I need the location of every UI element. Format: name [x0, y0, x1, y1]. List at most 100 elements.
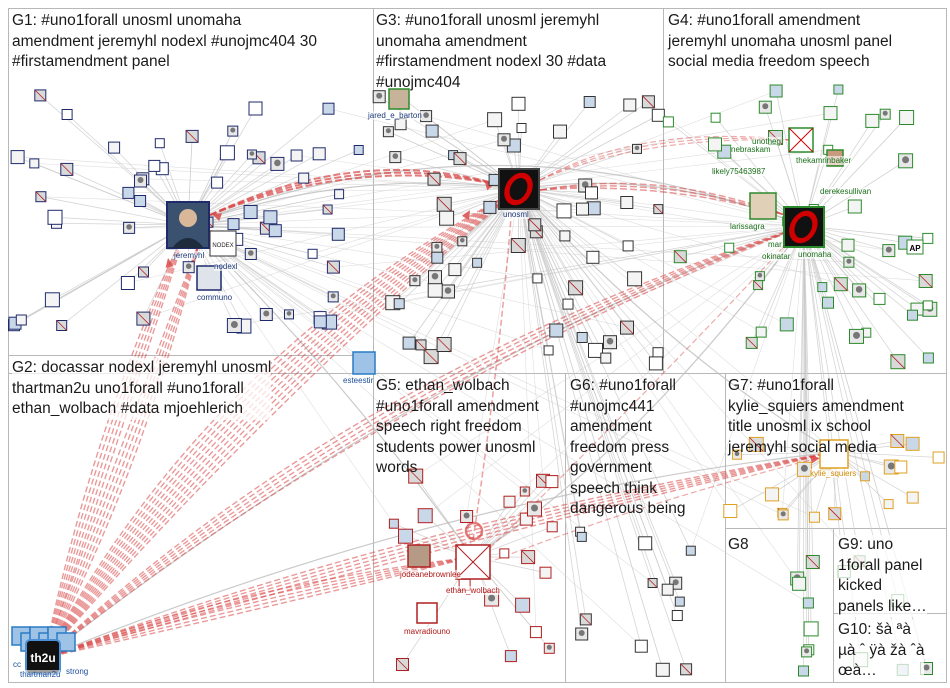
- node-placeholder-mark: [408, 468, 423, 484]
- node-g3: [576, 332, 588, 343]
- edge: [518, 188, 642, 647]
- node-label-nebraskam: nebraskam: [731, 145, 771, 154]
- group-label-g1: G1: #uno1forall unosml unomaha amendment…: [12, 12, 318, 70]
- node-avatar-mark: [846, 258, 852, 264]
- node-g3: [623, 98, 637, 112]
- hub-esteestir: [352, 351, 376, 375]
- node-g4: [822, 296, 834, 309]
- edge: [803, 225, 805, 671]
- node-avatar-mark: [463, 512, 470, 519]
- node-avatar-mark: [412, 277, 418, 283]
- node-label-thekamrinbaker: thekamrinbaker: [796, 156, 852, 165]
- node-g3: [576, 202, 589, 216]
- node-g4: [922, 352, 934, 364]
- hub-communo: [196, 265, 222, 291]
- node-label-mar: mar: [768, 240, 782, 249]
- node-g3: [472, 257, 483, 268]
- node-placeholder-mark: [521, 550, 535, 564]
- edge: [426, 115, 805, 227]
- node-g3: [627, 271, 643, 287]
- hub-ethan-wolbach-x: [455, 544, 491, 580]
- node-avatar-mark: [376, 92, 383, 99]
- node-g1: [322, 102, 335, 115]
- node-avatar-mark: [434, 243, 440, 249]
- group-label-g9: G9: uno 1forall panel kicked panels like…: [838, 535, 927, 617]
- group-label-g4: G4: #uno1forall amendment jeremyhl unoma…: [668, 12, 893, 70]
- node-placeholder-mark: [828, 507, 841, 520]
- node-g3: [586, 250, 600, 264]
- hub-edge: [43, 451, 836, 659]
- hub-unomaha-logo: [789, 210, 818, 244]
- edge: [424, 225, 805, 516]
- hub-edge: [43, 225, 805, 659]
- hub-nodexl: [209, 230, 237, 257]
- node-label-jared: jared_e_barton: [368, 111, 422, 120]
- hub-edge: [43, 225, 805, 659]
- node-g6: [638, 536, 653, 551]
- node-g6: [671, 610, 683, 621]
- hub-larissagra: [749, 192, 777, 220]
- node-placeholder-mark: [35, 191, 47, 202]
- self-loop: [464, 521, 484, 541]
- node-g4: [922, 232, 934, 244]
- group-label-g6: G6: #uno1forall #unojmc441 amendment fre…: [570, 377, 686, 517]
- node-avatar-mark: [423, 112, 429, 118]
- node-g4: [769, 84, 783, 98]
- edge: [518, 188, 889, 251]
- node-g6: [576, 531, 587, 542]
- edge: [187, 224, 809, 604]
- edge: [43, 451, 836, 659]
- node-g4: [873, 292, 886, 305]
- node-placeholder-mark: [511, 238, 526, 253]
- edge: [518, 90, 777, 190]
- node-placeholder-mark: [396, 658, 409, 671]
- node-g7: [860, 471, 870, 482]
- node-g3: [652, 347, 664, 359]
- node-g8: [802, 597, 814, 609]
- node-g1: [312, 147, 326, 161]
- hub-edge: [43, 451, 836, 659]
- node-placeholder-mark: [620, 320, 634, 335]
- node-placeholder-mark: [642, 95, 655, 109]
- node-g3: [427, 282, 443, 298]
- node-label-kylie-squiers: kylie_squiers: [810, 469, 857, 478]
- hub-edge: [43, 556, 474, 659]
- node-avatar-mark: [902, 156, 910, 164]
- group-label-g5: G5: ethan_wolbach #uno1forall amendment …: [376, 377, 539, 476]
- node-g3: [583, 96, 596, 108]
- edge: [518, 188, 669, 590]
- node-g3: [394, 118, 407, 131]
- node-placeholder-mark: [60, 163, 74, 176]
- node-label-larissagra: larissagra: [730, 222, 765, 231]
- edge: [420, 188, 520, 346]
- node-label-likely: likely75463987: [712, 167, 766, 176]
- node-avatar-mark: [581, 181, 589, 188]
- group-label-g2: G2: docassar nodexl jeremyhl unosml thar…: [12, 358, 272, 420]
- node-placeholder-mark: [680, 663, 692, 676]
- node-g5: [546, 521, 558, 533]
- edge: [518, 188, 687, 670]
- node-avatar-mark: [546, 644, 552, 650]
- node-placeholder-mark: [427, 172, 441, 186]
- node-g6: [655, 662, 670, 677]
- node-g1: [47, 209, 63, 225]
- hub-jeremyhl-body: [172, 238, 204, 248]
- hub-unosml-logo: [504, 172, 533, 206]
- node-g1: [248, 101, 263, 116]
- node-g5: [503, 495, 516, 508]
- edge: [798, 225, 805, 584]
- edge: [187, 224, 642, 647]
- node-avatar-mark: [330, 293, 336, 299]
- node-g3: [483, 200, 497, 214]
- node-g1: [148, 159, 161, 172]
- edge: [518, 188, 607, 359]
- node-g4: [710, 112, 721, 123]
- node-label-unosml: unosml: [503, 210, 529, 219]
- hub-edge: [43, 225, 805, 659]
- node-placeholder-mark: [453, 152, 467, 165]
- node-g1: [263, 210, 278, 225]
- hub-jodeanebrownlee: [407, 544, 431, 568]
- node-g1: [134, 195, 147, 207]
- node-g3: [600, 352, 612, 364]
- edge: [392, 225, 805, 304]
